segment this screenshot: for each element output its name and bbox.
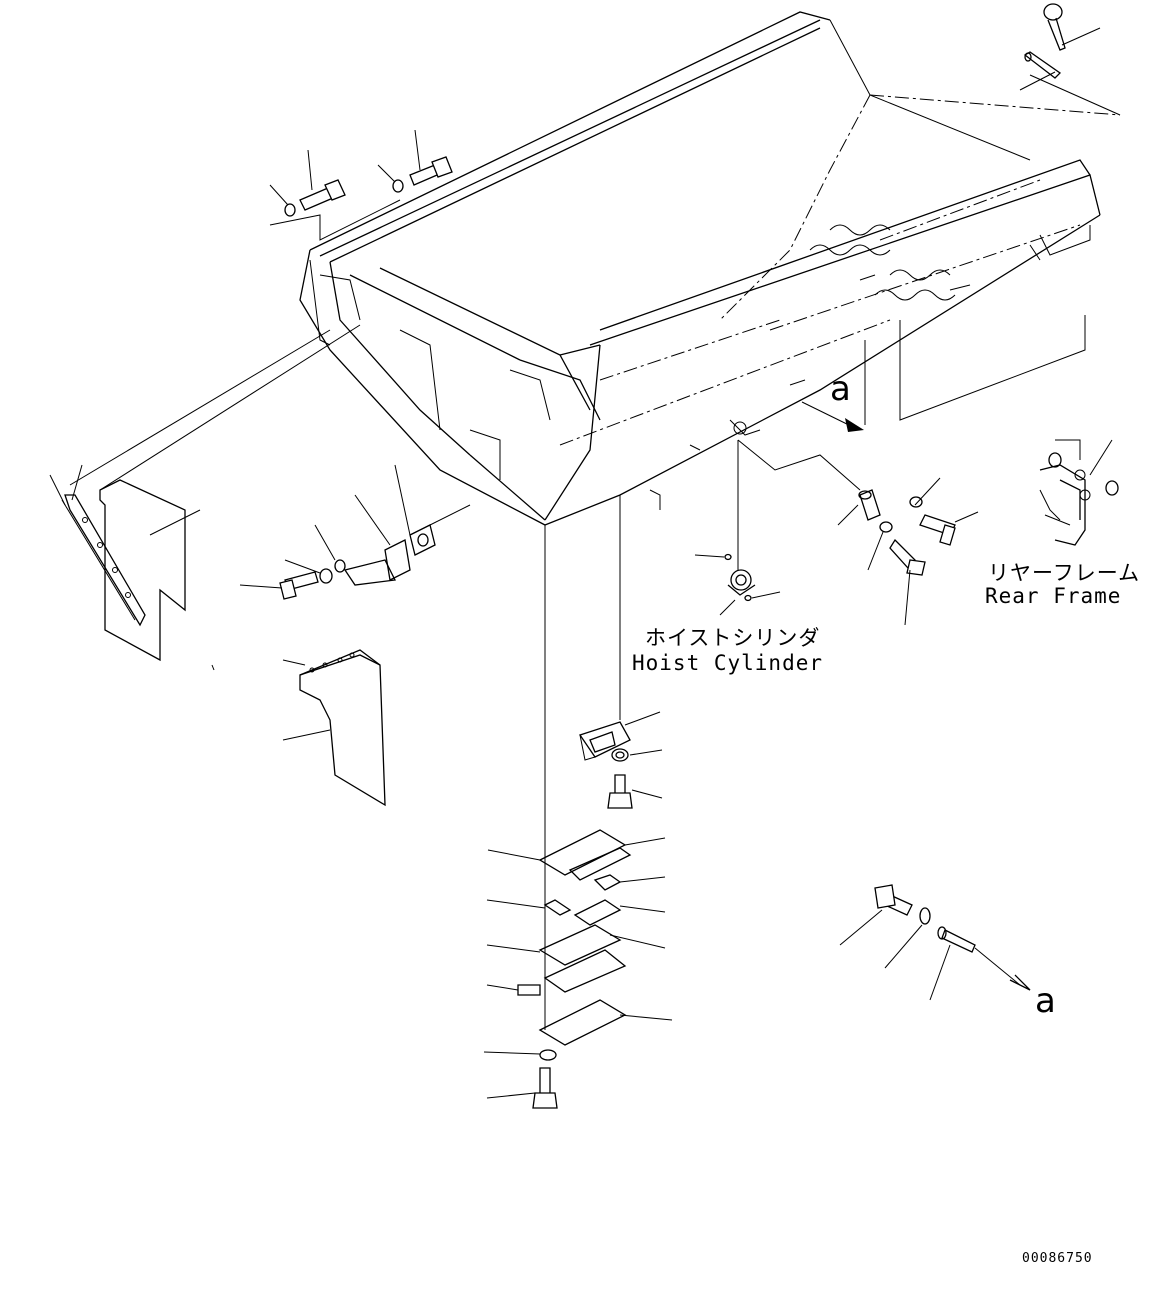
bolts-top-left	[269, 129, 453, 217]
shim-stack	[483, 829, 673, 1109]
hoist-cylinder-label-jp: ホイストシリンダ	[645, 626, 820, 650]
hoist-cylinder-parts	[694, 553, 781, 616]
view-letter-bottom: a	[1035, 981, 1056, 1021]
view-letter-top: a	[830, 369, 851, 409]
pad-assembly-center	[239, 464, 436, 600]
mud-guard-left	[49, 464, 201, 662]
rear-frame-detail	[1039, 439, 1119, 546]
pin-assembly-bottom	[839, 884, 1031, 1001]
document-id: 00086750	[1022, 1251, 1093, 1266]
bolts-right	[837, 477, 979, 626]
view-arrow-top	[801, 401, 864, 432]
dump-body	[299, 11, 1101, 526]
pin-assembly-top	[1019, 3, 1101, 91]
mud-flap-lower	[211, 649, 386, 807]
hoist-cylinder-label-en: Hoist Cylinder	[632, 651, 823, 675]
phantom-outline	[559, 94, 1121, 446]
hoist-bracket	[578, 711, 663, 809]
rear-frame-label-jp: リヤーフレーム	[988, 561, 1140, 585]
rear-frame-label-en: Rear Frame	[985, 584, 1121, 608]
extension-lines	[69, 74, 1121, 1030]
